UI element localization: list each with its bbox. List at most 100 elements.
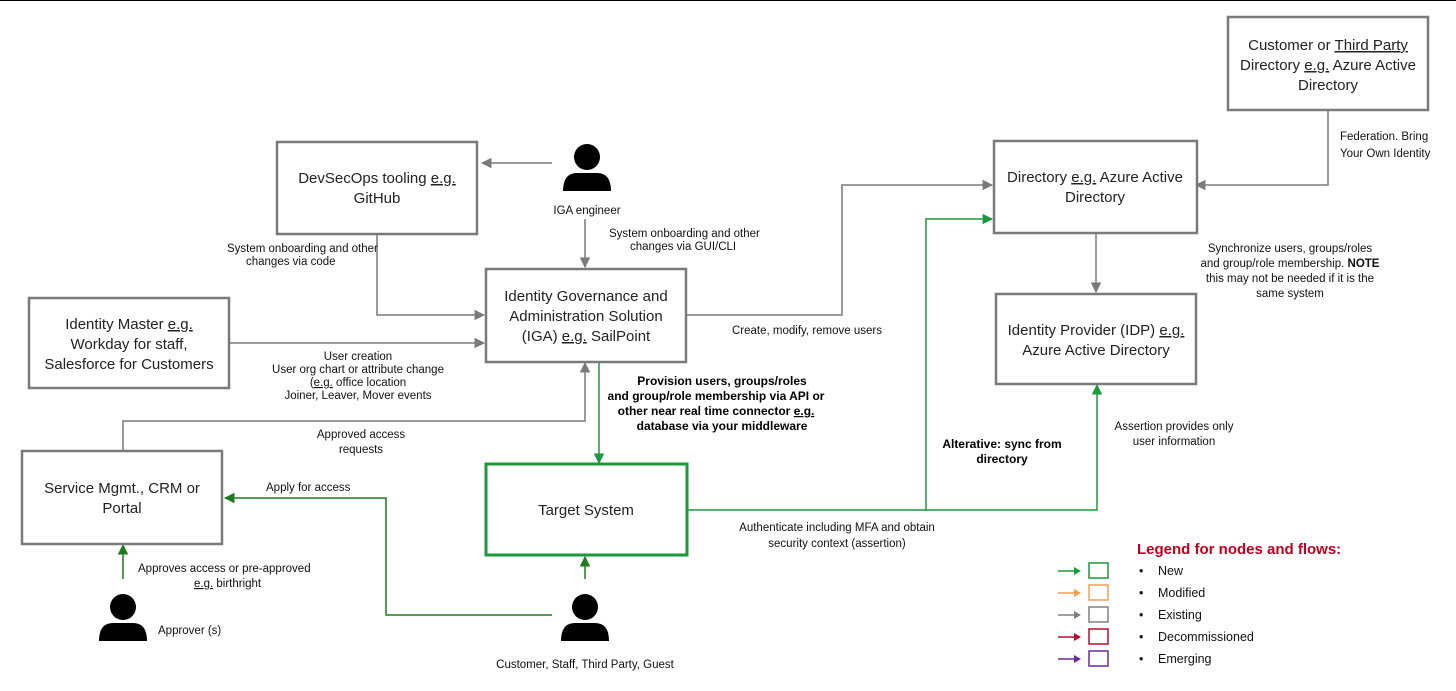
svg-text:Federation. Bring: Federation. Bring (1340, 131, 1428, 143)
node-iga: Identity Governance and Administration S… (484, 267, 688, 364)
existing-flows (122, 111, 1329, 450)
svg-text:Approved access: Approved access (317, 429, 405, 441)
svg-text:Portal: Portal (102, 500, 141, 517)
flow-service-iga (122, 361, 591, 450)
legend-item-emerging: •Emerging (1058, 650, 1212, 667)
svg-text:Legend for nodes and flows:: Legend for nodes and flows: (1137, 541, 1341, 558)
svg-text:System onboarding and other: System onboarding and other (227, 243, 378, 255)
svg-text:Directory: Directory (1298, 77, 1359, 94)
node-service-mgmt: Service Mgmt., CRM or Portal (20, 449, 224, 546)
legend-label: New (1158, 564, 1184, 578)
svg-text:Target System: Target System (538, 502, 634, 519)
person-iga-engineer: IGA engineer (553, 144, 621, 217)
svg-text:Authenticate including MFA and: Authenticate including MFA and obtain (739, 522, 935, 534)
legend-swatch (1088, 628, 1109, 645)
svg-text:directory: directory (976, 452, 1028, 466)
svg-text:Identity Governance and: Identity Governance and (504, 288, 667, 305)
person-customer: Customer, Staff, Third Party, Guest (496, 594, 675, 671)
svg-text:Directory e.g. Azure Active: Directory e.g. Azure Active (1007, 169, 1183, 186)
svg-text:Customer or Third Party: Customer or Third Party (1248, 37, 1408, 54)
svg-text:Directory e.g. Azure Active: Directory e.g. Azure Active (1240, 57, 1416, 74)
person-approver: Approver (s) (99, 594, 221, 641)
svg-text:Service Mgmt., CRM or: Service Mgmt., CRM or (44, 480, 200, 497)
flow-iga-directory (686, 179, 994, 316)
flow-devsecops-iga (376, 234, 486, 321)
svg-text:Approver (s): Approver (s) (158, 625, 221, 637)
svg-text:Workday for staff,: Workday for staff, (71, 336, 188, 353)
svg-text:Create, modify, remove users: Create, modify, remove users (732, 325, 882, 337)
svg-text:requests: requests (339, 444, 383, 456)
svg-text:Azure Active Directory: Azure Active Directory (1022, 342, 1170, 359)
node-customer-directory: Customer or Third Party Directory e.g. A… (1226, 15, 1430, 112)
legend-swatch (1088, 650, 1109, 667)
svg-text:Customer, Staff, Third Party,: Customer, Staff, Third Party, Guest (496, 659, 674, 671)
svg-text:Identity Provider (IDP) e.g.: Identity Provider (IDP) e.g. (1008, 322, 1185, 339)
legend-label: Modified (1158, 586, 1205, 600)
legend-arrowhead (1074, 611, 1081, 619)
node-devsecops: DevSecOps tooling e.g. GitHub (275, 140, 479, 236)
legend-bullet: • (1139, 586, 1143, 600)
legend-arrowhead (1074, 655, 1081, 663)
svg-text:and group/role membership. NOT: and group/role membership. NOTE (1201, 258, 1380, 270)
svg-text:other near real time connector: other near real time connector e.g. (618, 404, 815, 418)
legend-bullet: • (1139, 564, 1143, 578)
svg-text:this may not be needed if it i: this may not be needed if it is the (1206, 273, 1374, 285)
svg-text:Directory: Directory (1065, 189, 1126, 206)
svg-text:user information: user information (1133, 436, 1215, 448)
svg-text:Approves access or pre-approve: Approves access or pre-approved (138, 563, 311, 575)
legend-swatch (1088, 584, 1109, 601)
svg-text:User creation: User creation (324, 351, 392, 363)
legend-swatch (1088, 562, 1109, 579)
flow-target-directory (688, 213, 994, 511)
svg-text:e.g. birthright: e.g. birthright (194, 578, 262, 590)
svg-text:Administration Solution: Administration Solution (509, 308, 662, 325)
node-identity-master: Identity Master e.g. Workday for staff, … (27, 296, 231, 390)
svg-text:User org chart or attribute ch: User org chart or attribute change (272, 364, 444, 376)
svg-text:same system: same system (1256, 288, 1324, 300)
legend-item-new: • New (1058, 562, 1184, 579)
flow-federation (1194, 111, 1329, 191)
svg-text:Alterative: sync from: Alterative: sync from (942, 437, 1061, 451)
legend-label: Existing (1158, 608, 1202, 622)
legend-arrowhead (1074, 633, 1081, 641)
svg-text:and group/role membership via: and group/role membership via API or (608, 389, 825, 403)
flow-labels: Federation. Bring Your Own Identity Syst… (138, 131, 1431, 590)
svg-text:Your Own Identity: Your Own Identity (1340, 148, 1431, 160)
svg-text:Assertion provides only: Assertion provides only (1115, 421, 1234, 433)
svg-text:Salesforce for Customers: Salesforce for Customers (44, 356, 213, 373)
svg-text:Apply for access: Apply for access (266, 482, 351, 494)
legend: Legend for nodes and flows: • New • Modifie… (1058, 541, 1341, 667)
legend-item-existing: • Existing (1058, 606, 1202, 623)
svg-text:changes via code: changes via code (246, 256, 336, 268)
svg-text:Identity Master e.g.: Identity Master e.g. (65, 316, 193, 333)
svg-text:(IGA) e.g. SailPoint: (IGA) e.g. SailPoint (522, 328, 651, 345)
node-directory: Directory e.g. Azure Active Directory (992, 139, 1199, 235)
legend-bullet: • (1139, 608, 1143, 622)
legend-rows: • New • Modified • Existing • Decommissioned •Em… (1058, 562, 1254, 667)
svg-text:(e.g. office location: (e.g. office location (310, 377, 406, 389)
legend-item-decommissioned: • Decommissioned (1058, 628, 1254, 645)
legend-swatch (1088, 606, 1109, 623)
svg-text:DevSecOps tooling e.g.: DevSecOps tooling e.g. (298, 170, 456, 187)
svg-text:IGA engineer: IGA engineer (553, 205, 620, 217)
legend-label: Emerging (1158, 652, 1212, 666)
legend-item-modified: • Modified (1058, 584, 1205, 601)
svg-text:Joiner, Leaver, Mover events: Joiner, Leaver, Mover events (284, 390, 431, 402)
svg-text:changes via GUI/CLI: changes via GUI/CLI (630, 241, 736, 253)
svg-text:System onboarding and other: System onboarding and other (609, 228, 760, 240)
legend-arrowhead (1074, 589, 1081, 597)
legend-bullet: • (1139, 630, 1143, 644)
node-idp: Identity Provider (IDP) e.g. Azure Activ… (994, 292, 1198, 386)
node-target-system: Target System (484, 462, 689, 557)
flow-target-idp (926, 383, 1103, 511)
svg-text:security context (assertion): security context (assertion) (768, 538, 906, 550)
legend-arrowhead (1074, 567, 1081, 575)
svg-text:Provision users, groups/roles: Provision users, groups/roles (637, 374, 807, 388)
new-flows (117, 213, 1103, 616)
svg-text:database via your middleware: database via your middleware (637, 419, 808, 433)
flow-customer-service (223, 492, 552, 616)
svg-text:GitHub: GitHub (354, 190, 401, 207)
legend-label: Decommissioned (1158, 630, 1254, 644)
svg-text:Synchronize users, groups/role: Synchronize users, groups/roles (1208, 243, 1373, 255)
